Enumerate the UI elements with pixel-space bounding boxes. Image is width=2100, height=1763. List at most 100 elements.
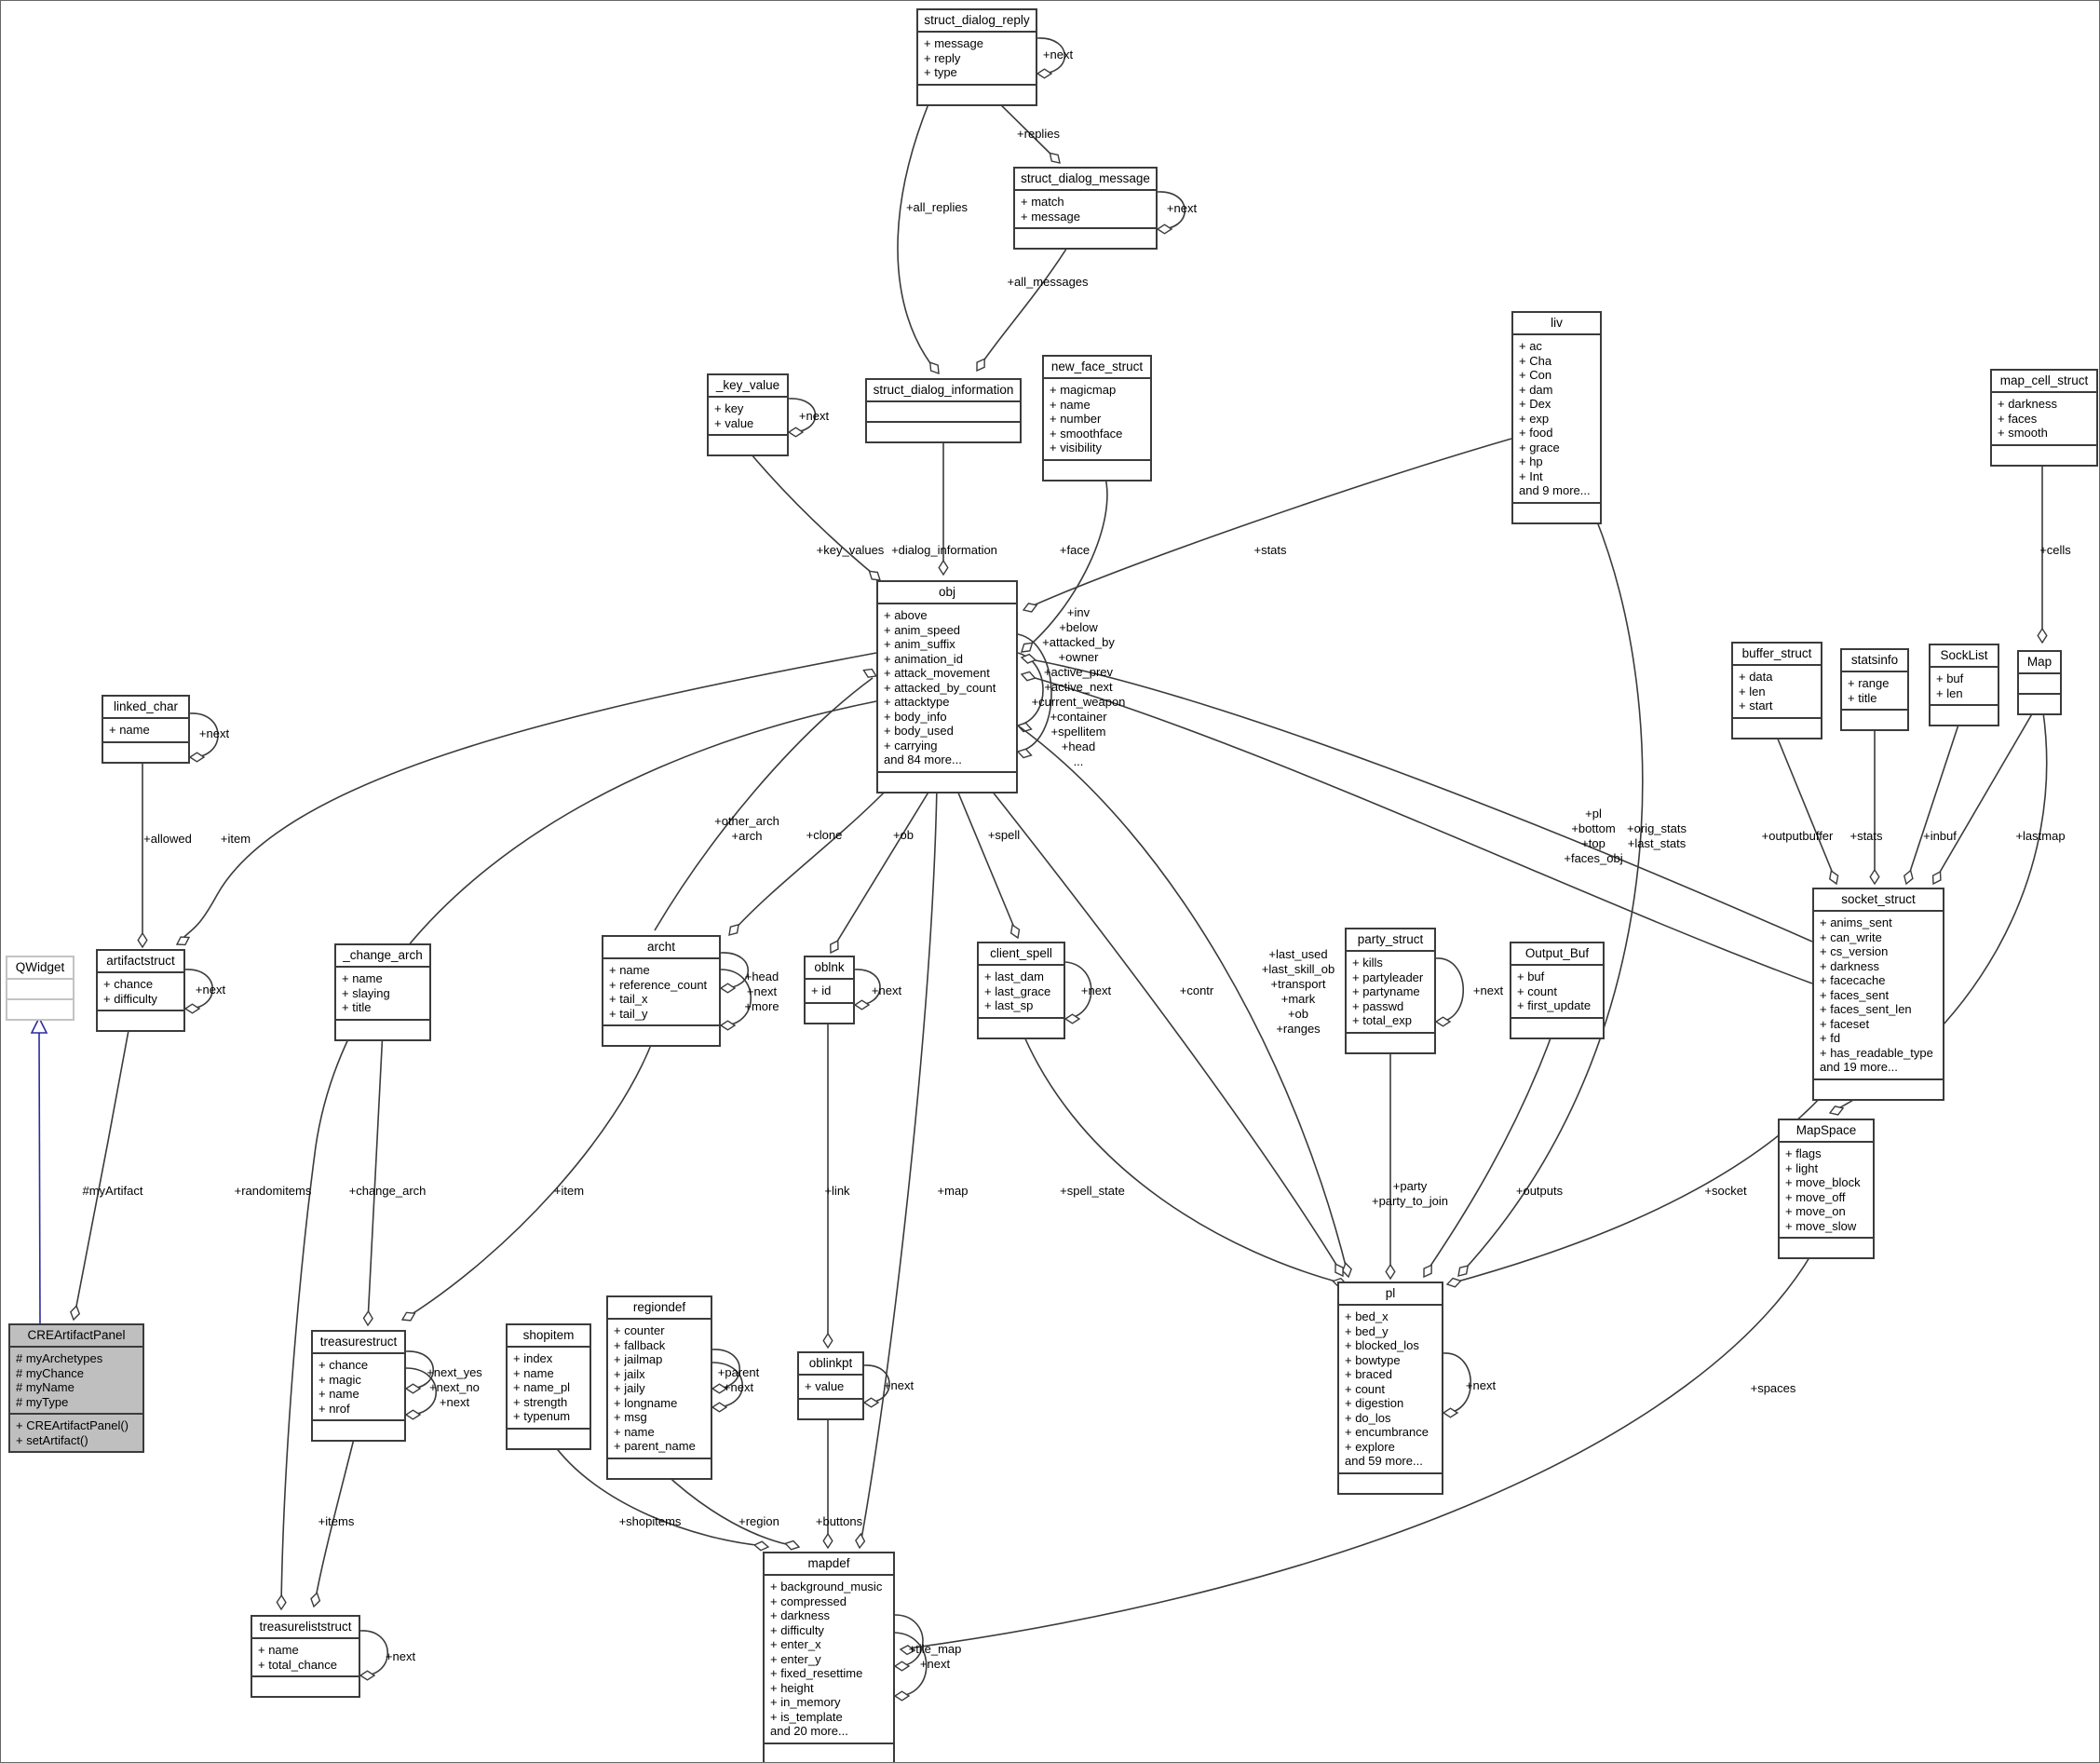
class-node-mapspace[interactable]: MapSpace+ flags+ light+ move_block+ move… [1778, 1119, 1875, 1259]
class-title: linked_char [103, 697, 188, 719]
class-node-linked-char[interactable]: linked_char+ name [102, 695, 190, 764]
class-title: artifactstruct [98, 951, 183, 973]
class-node-struct-dialog-message[interactable]: struct_dialog_message+ match+ message [1013, 167, 1158, 250]
class-node-output-buf[interactable]: Output_Buf+ buf+ count+ first_update [1510, 942, 1605, 1039]
class-node-pl[interactable]: pl+ bed_x+ bed_y+ blocked_los+ bowtype+ … [1337, 1282, 1443, 1495]
class-field: + body_used [884, 724, 954, 738]
class-field: + grace [1519, 440, 1560, 454]
class-node-artifactstruct[interactable]: artifactstruct+ chance+ difficulty [96, 949, 185, 1032]
class-node-archt[interactable]: archt+ name+ reference_count+ tail_x+ ta… [602, 935, 721, 1047]
edge-label-spell-state: +spell_state [1060, 1184, 1125, 1198]
class-fields: + counter+ fallback+ jailmap+ jailx+ jai… [608, 1320, 711, 1458]
class-node-map-cell-struct[interactable]: map_cell_struct+ darkness+ faces+ smooth [1990, 369, 2098, 467]
class-node-treasureliststruct[interactable]: treasureliststruct+ name+ total_chance [251, 1615, 360, 1698]
class-methods [806, 1001, 853, 1023]
class-field: + total_exp [1352, 1013, 1412, 1027]
class-field: + longname [614, 1395, 678, 1410]
edge-path [314, 1434, 356, 1604]
class-node-socket-struct[interactable]: socket_struct+ anims_sent+ can_write+ cs… [1812, 888, 1944, 1101]
class-field: + message [1021, 209, 1080, 224]
aggregation-diamond-icon [1335, 1263, 1344, 1278]
class-title: liv [1513, 313, 1600, 335]
edge-label-all-messages: +all_messages [1007, 275, 1089, 289]
class-field: and 9 more... [1519, 483, 1591, 497]
class-field: + smoothface [1050, 426, 1123, 441]
class-methods [608, 1457, 711, 1478]
aggregation-diamond-icon [1009, 923, 1021, 940]
class-methods [1733, 716, 1821, 738]
class-node-oblinkpt[interactable]: oblinkpt+ value [797, 1351, 864, 1420]
aggregation-diamond-icon [784, 1539, 801, 1551]
class-node-map[interactable]: Map [2017, 650, 2062, 715]
class-node-buffer-struct[interactable]: buffer_struct+ data+ len+ start [1731, 642, 1822, 739]
edge-path [978, 242, 1071, 369]
aggregation-diamond-icon [1036, 68, 1053, 79]
aggregation-diamond-icon [1434, 1016, 1452, 1027]
class-node-qwidget[interactable]: QWidget [6, 956, 75, 1021]
class-methods [508, 1427, 589, 1448]
class-fields: + bed_x+ bed_y+ blocked_los+ bowtype+ br… [1339, 1306, 1442, 1472]
class-title: party_struct [1347, 929, 1434, 952]
class-field: + name [318, 1387, 359, 1401]
class-node--key-value[interactable]: _key_value+ key+ value [707, 373, 789, 456]
class-title: archt [603, 937, 719, 959]
class-node-socklist[interactable]: SockList+ buf+ len [1929, 644, 1999, 726]
aggregation-diamond-icon [938, 559, 949, 576]
class-method: + CREArtifactPanel() [16, 1418, 129, 1432]
class-methods [1511, 1016, 1603, 1037]
aggregation-diamond-icon [893, 1661, 911, 1672]
class-field: + difficulty [770, 1622, 824, 1637]
class-field: + anim_speed [884, 622, 961, 637]
class-methods [979, 1016, 1064, 1037]
class-field: + height [770, 1680, 814, 1695]
edge-label-socket-stats: +stats [1849, 829, 1883, 843]
class-node-oblnk[interactable]: oblnk+ id [804, 956, 855, 1024]
class-field: + fixed_resettime [770, 1666, 863, 1680]
class-title: struct_dialog_reply [918, 10, 1036, 33]
class-fields: + name+ slaying+ title [336, 968, 429, 1019]
class-methods [7, 998, 73, 1019]
class-fields: + name+ total_chance [252, 1639, 359, 1675]
class-node-party-struct[interactable]: party_struct+ kills+ partyleader+ partyn… [1345, 928, 1436, 1054]
class-field: + braced [1345, 1367, 1392, 1381]
class-field: # myChance [16, 1365, 84, 1380]
class-node-new-face-struct[interactable]: new_face_struct+ magicmap+ name+ number+… [1042, 355, 1152, 481]
class-node-shopitem[interactable]: shopitem+ index+ name+ name_pl+ strength… [506, 1323, 591, 1450]
class-node-struct-dialog-information[interactable]: struct_dialog_information [865, 378, 1022, 443]
class-field: + first_update [1517, 998, 1592, 1012]
aggregation-diamond-icon [1385, 1263, 1396, 1281]
edge-path [74, 1024, 130, 1317]
class-field: + attacked_by_count [884, 680, 996, 695]
class-node-regiondef[interactable]: regiondef+ counter+ fallback+ jailmap+ j… [606, 1295, 712, 1480]
class-node-creartifactpanel[interactable]: CREArtifactPanel# myArchetypes# myChance… [8, 1323, 144, 1453]
class-field: + title [342, 1000, 372, 1014]
edge-path [1017, 633, 1052, 753]
class-title: treasureliststruct [252, 1617, 359, 1639]
class-title: oblnk [806, 957, 853, 980]
class-node-statsinfo[interactable]: statsinfo+ range+ title [1840, 648, 1909, 731]
edge-label-oblnk-next: +next [871, 983, 902, 997]
class-title: treasurestruct [313, 1332, 404, 1354]
class-title: Map [2019, 652, 2060, 674]
class-fields: + message+ reply+ type [918, 33, 1036, 84]
class-node-mapdef[interactable]: mapdef+ background_music+ compressed+ da… [763, 1552, 895, 1762]
aggregation-diamond-icon [183, 1003, 201, 1014]
edge-label-cells: +cells [2039, 543, 2071, 557]
class-field: + start [1739, 698, 1773, 712]
class-fields: + key+ value [709, 398, 787, 434]
class-node-client-spell[interactable]: client_spell+ last_dam+ last_grace+ last… [977, 942, 1065, 1039]
class-fields: + data+ len+ start [1733, 666, 1821, 717]
class-fields: + name [103, 719, 188, 741]
class-field: + exp [1519, 411, 1550, 426]
class-node-liv[interactable]: liv+ ac+ Cha+ Con+ dam+ Dex+ exp+ food+ … [1511, 311, 1602, 524]
edge-label-treasure-item: +item [553, 1184, 585, 1198]
class-methods [1931, 704, 1998, 725]
class-node-obj[interactable]: obj+ above+ anim_speed+ anim_suffix+ ani… [876, 580, 1018, 793]
class-node-struct-dialog-reply[interactable]: struct_dialog_reply+ message+ reply+ typ… [916, 8, 1037, 106]
edge-label-client-spell-next: +next [1080, 983, 1112, 997]
class-node-treasurestruct[interactable]: treasurestruct+ chance+ magic+ name+ nro… [311, 1330, 406, 1442]
edge-label-my-artifact: #myArtifact [82, 1184, 143, 1198]
class-methods [799, 1397, 862, 1418]
class-node--change-arch[interactable]: _change_arch+ name+ slaying+ title [334, 943, 431, 1041]
class-methods [709, 434, 787, 454]
